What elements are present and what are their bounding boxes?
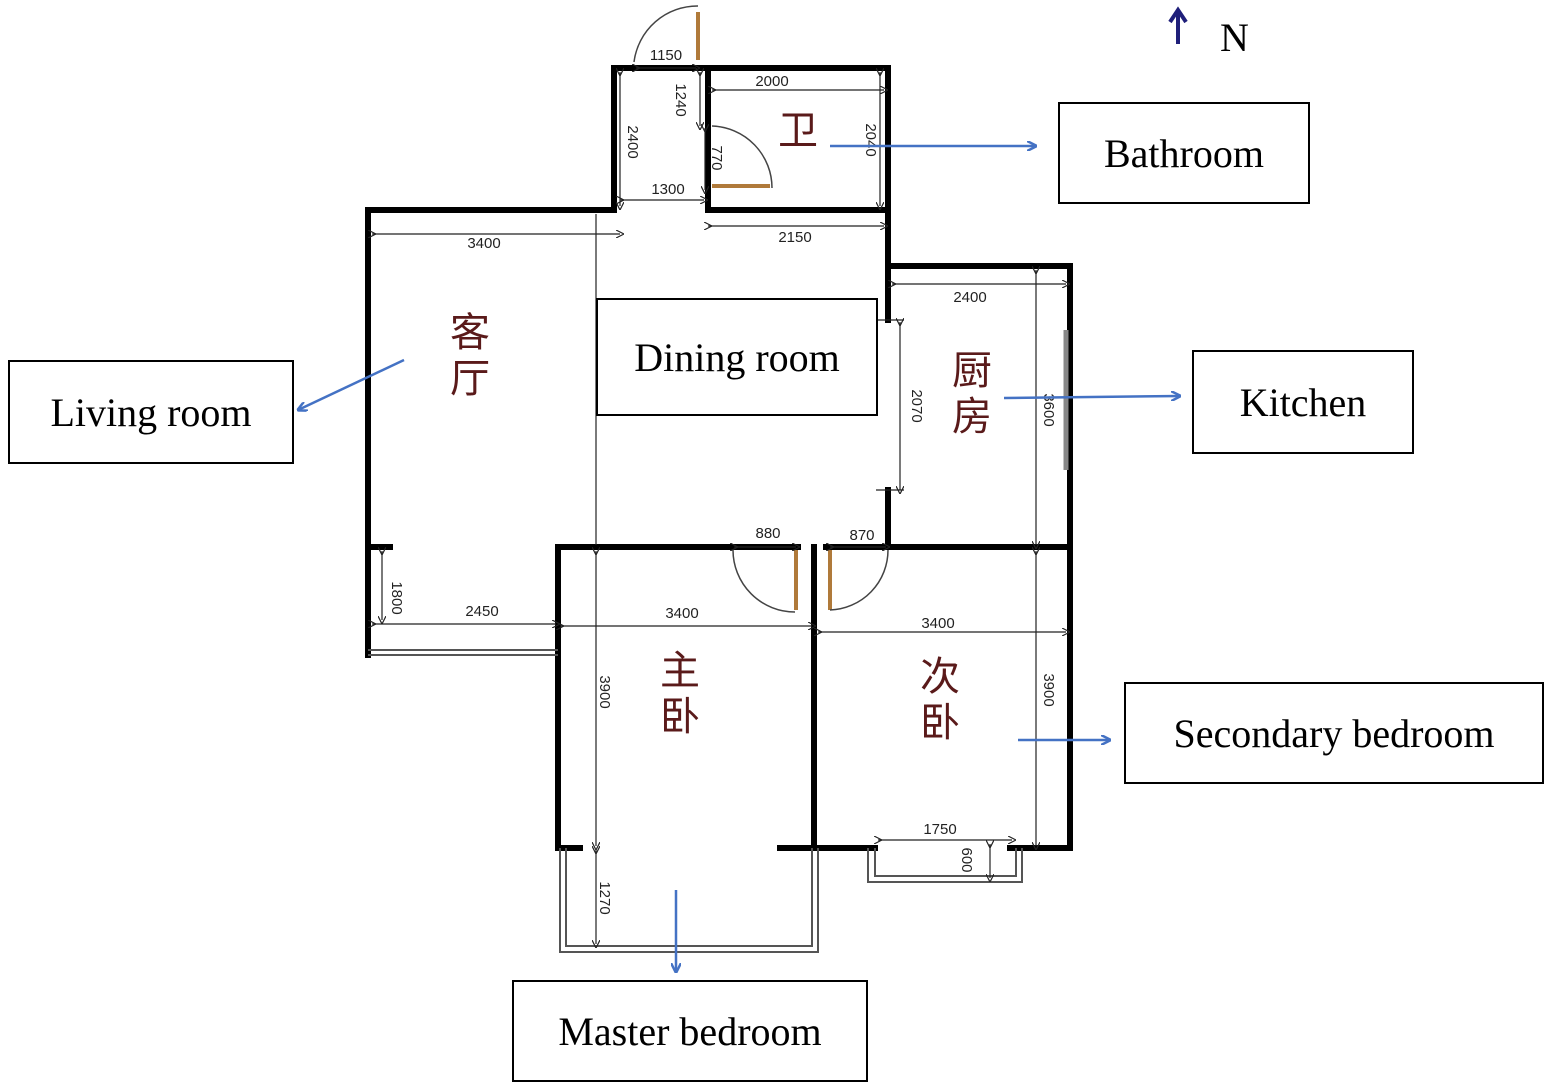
dim-1150: 1150 xyxy=(650,47,682,64)
balconies xyxy=(368,330,1069,953)
dim-2070: 2070 xyxy=(908,389,925,422)
room-labels-chinese: 卫 客 厅 厨 房 主 卧 次 卧 xyxy=(450,108,992,746)
dimension-texts: 1150 1240 2000 2400 770 2040 1300 3400 2… xyxy=(388,47,1057,915)
arrow-kitchen xyxy=(1003,396,1180,398)
room-cn-secondary-1: 次 xyxy=(920,654,960,700)
dim-3900-master: 3900 xyxy=(596,675,613,708)
dim-3600: 3600 xyxy=(1040,393,1057,426)
arrow-living xyxy=(298,358,405,410)
room-cn-secondary-2: 卧 xyxy=(920,700,960,746)
label-bathroom: Bathroom xyxy=(1058,102,1310,204)
label-secondary-bedroom: Secondary bedroom xyxy=(1124,682,1544,784)
compass-north-label: N xyxy=(1220,15,1249,60)
dim-3900-secondary: 3900 xyxy=(1040,673,1057,706)
dim-2150: 2150 xyxy=(778,229,811,246)
room-cn-kitchen-2: 房 xyxy=(952,394,992,440)
label-dining-room: Dining room xyxy=(596,298,878,416)
room-cn-living-2: 厅 xyxy=(450,356,490,402)
room-cn-master-2: 卧 xyxy=(660,694,700,740)
dim-2400-vertical: 2400 xyxy=(624,125,641,158)
room-cn-bathroom: 卫 xyxy=(778,108,818,154)
doors xyxy=(633,5,889,613)
walls xyxy=(365,65,1073,851)
label-master-bedroom: Master bedroom xyxy=(512,980,868,1082)
room-cn-living-1: 客 xyxy=(450,310,490,356)
dim-2400-kitchen: 2400 xyxy=(953,289,986,306)
dim-1300: 1300 xyxy=(651,181,684,198)
label-kitchen: Kitchen xyxy=(1192,350,1414,454)
pointer-arrows xyxy=(298,146,1180,972)
dimension-lines xyxy=(372,68,1066,944)
dim-2450: 2450 xyxy=(465,603,498,620)
dim-1270: 1270 xyxy=(596,881,613,914)
label-living-room: Living room xyxy=(8,360,294,464)
compass-arrow-icon xyxy=(1168,6,1188,44)
dim-770: 770 xyxy=(708,145,725,170)
dim-1800: 1800 xyxy=(388,581,405,614)
dim-880: 880 xyxy=(755,525,780,542)
dim-3400-living: 3400 xyxy=(467,235,500,252)
dim-2040: 2040 xyxy=(862,123,879,156)
dim-2000: 2000 xyxy=(755,73,788,90)
dim-3400-master: 3400 xyxy=(665,605,698,622)
room-cn-kitchen-1: 厨 xyxy=(952,348,992,394)
room-cn-master-1: 主 xyxy=(660,648,700,694)
dim-600: 600 xyxy=(958,847,975,872)
dim-1750: 1750 xyxy=(923,821,956,838)
dim-870: 870 xyxy=(849,527,874,544)
dim-1240: 1240 xyxy=(672,83,689,116)
dim-3400-secondary: 3400 xyxy=(921,615,954,632)
